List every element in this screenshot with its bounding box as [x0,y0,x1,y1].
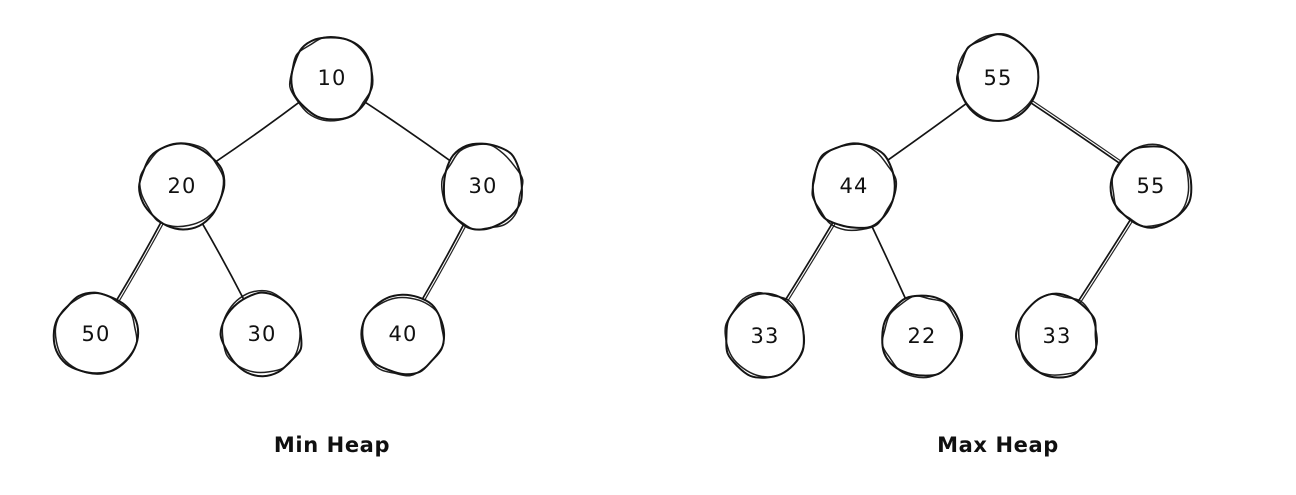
tree-edge [421,221,466,301]
tree-node[interactable]: 10 [288,35,374,122]
node-value-label: 10 [317,66,346,90]
tree-edge-overstroke [423,223,468,302]
captions-layer: Min Heap Max Heap [274,433,1059,457]
node-value-label: 22 [907,324,936,348]
tree-edge [869,223,907,301]
diagram-caption: Max Heap [937,433,1059,457]
node-value-label: 33 [750,324,779,348]
node-circle-overstroke [811,143,898,232]
node-value-label: 50 [81,322,110,346]
tree-edge [1028,101,1121,164]
tree-node[interactable]: 44 [811,142,898,232]
tree-node[interactable]: 30 [440,142,524,231]
node-circle-overstroke [724,291,806,378]
node-circle-overstroke [360,296,445,377]
tree-node[interactable]: 30 [219,289,303,378]
tree-node[interactable]: 22 [881,294,964,379]
node-value-label: 33 [1042,324,1071,348]
node-circle-overstroke [54,292,138,375]
tree-node[interactable]: 55 [1109,143,1193,229]
node-value-label: 30 [247,322,276,346]
tree-node[interactable]: 55 [955,33,1040,122]
node-circle [811,142,896,229]
node-circle-overstroke [1111,143,1190,228]
tree-edge-overstroke [1030,99,1122,162]
tree-node[interactable]: 33 [1015,292,1099,379]
tree-node[interactable]: 40 [360,293,446,377]
node-circle-overstroke [881,295,962,379]
tree-edge-overstroke [786,222,837,303]
tree-edge [363,100,453,163]
node-value-label: 55 [1136,174,1165,198]
tree-node[interactable]: 20 [138,142,226,231]
node-circle-overstroke [288,35,374,122]
node-value-label: 30 [468,174,497,198]
node-value-label: 40 [388,322,417,346]
tree-edge-overstroke [118,221,165,303]
node-circle-overstroke [138,142,225,228]
tree-edge [214,100,301,164]
nodes-layer: 10 20 30 50 30 40 55 44 55 33 22 33 [52,33,1193,379]
tree-edge [783,221,835,302]
node-circle-overstroke [440,143,524,231]
node-value-label: 44 [839,174,868,198]
tree-edge [1076,218,1132,304]
node-circle [881,294,964,377]
diagram-caption: Min Heap [274,433,390,457]
node-circle-overstroke [1017,293,1099,376]
node-circle [442,142,523,231]
tree-edge [200,220,245,300]
edges-layer [115,99,1134,305]
node-circle [361,293,446,376]
tree-node[interactable]: 50 [52,291,140,375]
tree-edge [115,220,163,302]
node-value-label: 55 [983,66,1012,90]
tree-node[interactable]: 33 [724,291,806,379]
tree-edge-overstroke [1079,220,1134,305]
tree-edge [885,102,968,162]
node-circle-overstroke [956,33,1040,122]
node-value-label: 20 [167,174,196,198]
node-circle-overstroke [221,289,301,374]
